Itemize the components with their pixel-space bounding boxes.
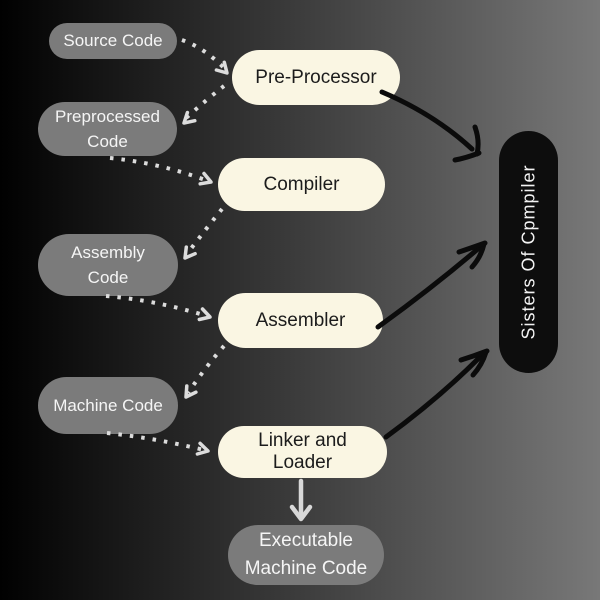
node-source-code: Source Code <box>49 23 177 59</box>
arrow-linker-to-sisters <box>383 348 490 440</box>
node-executable-machine-code: Executable Machine Code <box>228 525 384 585</box>
node-compiler: Compiler <box>218 158 385 211</box>
node-preprocessed-code-label: Preprocessed Code <box>55 106 160 152</box>
arrow-machine-code-to-linker-and-loader <box>106 431 210 456</box>
arrow-pre-processor-to-preprocessed-code <box>182 84 226 125</box>
node-sisters-of-compiler: Sisters Of Cpmpiler <box>499 131 558 373</box>
node-compiler-label: Compiler <box>263 173 340 195</box>
node-pre-processor: Pre-Processor <box>232 50 400 105</box>
node-linker-and-loader-label: Linker and Loader <box>258 430 347 473</box>
arrow-assembly-code-to-assembler <box>105 294 212 322</box>
node-assembler-label: Assembler <box>255 309 346 331</box>
arrow-assembler-to-machine-code <box>184 344 226 399</box>
arrow-source-code-to-pre-processor <box>181 38 229 75</box>
arrow-pre-processor-to-sisters <box>379 89 482 163</box>
node-assembly-code-label: Assembly Code <box>71 242 145 288</box>
arrow-compiler-to-assembly-code <box>183 207 224 260</box>
node-executable-machine-code-label: Executable Machine Code <box>244 530 368 579</box>
arrow-linker-to-executable <box>289 478 313 522</box>
node-preprocessed-code: Preprocessed Code <box>38 102 177 156</box>
node-linker-and-loader: Linker and Loader <box>218 426 387 478</box>
node-source-code-label: Source Code <box>63 31 163 51</box>
node-assembler: Assembler <box>218 293 383 348</box>
node-sisters-of-compiler-label: Sisters Of Cpmpiler <box>518 164 538 340</box>
node-assembly-code: Assembly Code <box>38 234 178 296</box>
node-pre-processor-label: Pre-Processor <box>255 66 377 88</box>
node-machine-code-label: Machine Code <box>53 395 163 415</box>
arrow-assembler-to-sisters <box>375 240 488 330</box>
arrow-preprocessed-code-to-compiler <box>109 156 213 186</box>
node-machine-code: Machine Code <box>38 377 178 434</box>
